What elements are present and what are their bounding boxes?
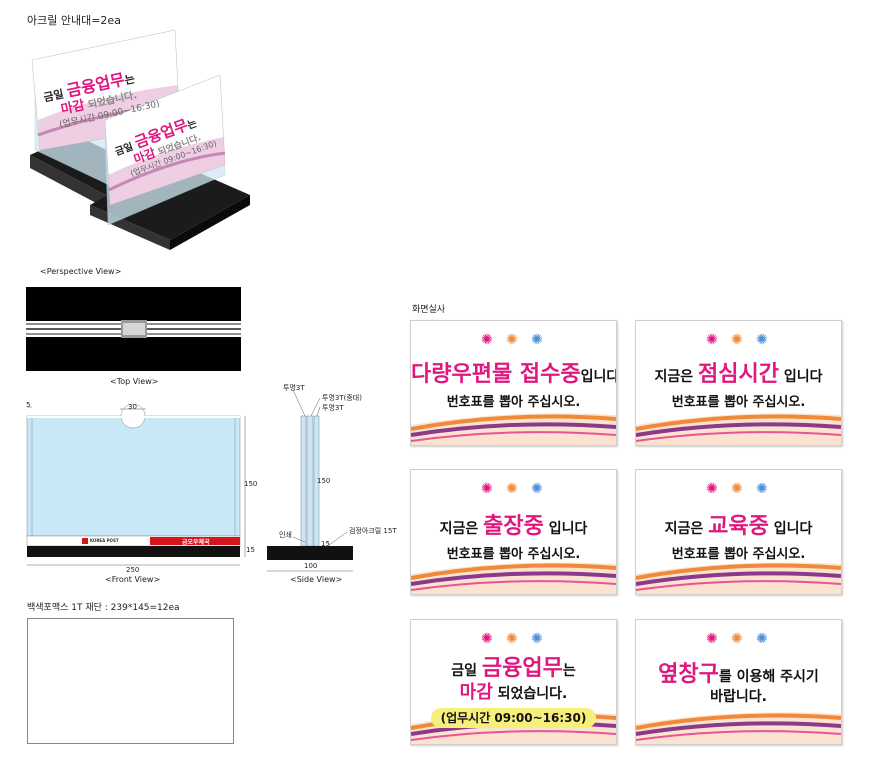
swoosh-decoration — [636, 712, 841, 744]
top-view-drawing — [26, 287, 241, 371]
front-view-caption: <Front View> — [105, 575, 161, 584]
swoosh-decoration — [636, 413, 841, 445]
front-dim-width: 250 — [126, 566, 140, 574]
svg-text:✺: ✺ — [531, 332, 543, 348]
flower-decoration-icon: ✺ ✺ ✺ — [481, 631, 543, 647]
svg-text:✺: ✺ — [506, 332, 518, 348]
svg-text:✺: ✺ — [731, 332, 743, 348]
front-brand-text: KOREA POST — [90, 538, 119, 543]
side-label-clear-mid: 투명3T(중대) — [322, 394, 362, 402]
side-dim-height: 150 — [317, 477, 331, 485]
sign-card-line1: 다량우편물 접수중입니다 — [411, 362, 617, 387]
perspective-caption: <Perspective View> — [40, 267, 122, 276]
sign-card-line1: 금일 금융업무는 — [451, 656, 576, 681]
svg-text:✺: ✺ — [756, 332, 768, 348]
page-title: 아크릴 안내대=2ea — [27, 14, 121, 27]
svg-text:✺: ✺ — [731, 631, 743, 647]
flower-decoration-icon: ✺ ✺ ✺ — [481, 332, 543, 348]
side-label-base: 검정아크릴 15T — [349, 527, 397, 535]
sign-card-line1: 지금은 점심시간 입니다 — [654, 362, 823, 387]
sign-card-financial-closed: ✺ ✺ ✺ 금일 금융업무는 마감 되었습니다. (업무시간 09:00~16:… — [410, 619, 617, 745]
flower-decoration-icon: ✺ ✺ ✺ — [481, 481, 543, 497]
foam-blank-panel — [27, 618, 234, 744]
sign-card-line2: 번호표를 뽑아 주십시오. — [446, 547, 581, 562]
flower-decoration-icon: ✺ ✺ ✺ — [706, 631, 768, 647]
side-dim-base: 15 — [321, 540, 330, 548]
sign-card-line2: 바랍니다. — [710, 689, 767, 705]
front-dim-top-left: 5 — [26, 401, 31, 409]
svg-text:✺: ✺ — [706, 481, 718, 497]
perspective-illustration: 금일 금융업무는 마감 되었습니다. (업무시간 09:00~16:30) 금일… — [20, 25, 255, 250]
svg-text:✺: ✺ — [756, 631, 768, 647]
sign-card-line2: 번호표를 뽑아 주십시오. — [671, 547, 806, 562]
svg-text:✺: ✺ — [706, 631, 718, 647]
sign-card-line1: 지금은 출장중 입니다 — [439, 514, 588, 539]
svg-text:✺: ✺ — [531, 481, 543, 497]
svg-text:✺: ✺ — [506, 631, 518, 647]
sign-card-line1: 옆창구를 이용해 주시기 — [658, 662, 819, 687]
side-view-caption: <Side View> — [290, 575, 343, 584]
svg-text:✺: ✺ — [481, 481, 493, 497]
svg-text:✺: ✺ — [481, 332, 493, 348]
front-office-text: 금오우체국 — [182, 539, 210, 546]
swoosh-decoration — [411, 562, 616, 594]
side-dim-depth: 100 — [304, 562, 318, 570]
flower-decoration-icon: ✺ ✺ ✺ — [706, 332, 768, 348]
swoosh-decoration — [636, 562, 841, 594]
business-hours-pill: (업무시간 09:00~16:30) — [431, 708, 596, 728]
swoosh-decoration — [411, 413, 616, 445]
screens-title: 화면실사 — [412, 305, 446, 315]
side-view-drawing: 투명3T 투명3T(중대) 투명3T 150 인쇄 15 검정아크릴 15T 1… — [265, 380, 400, 580]
sign-card-line1: 지금은 교육중 입니다 — [664, 514, 813, 539]
flower-decoration-icon: ✺ ✺ ✺ — [706, 481, 768, 497]
svg-text:✺: ✺ — [706, 332, 718, 348]
sign-card-line2: 번호표를 뽑아 주십시오. — [671, 395, 806, 410]
svg-text:✺: ✺ — [481, 631, 493, 647]
svg-text:✺: ✺ — [531, 631, 543, 647]
top-view-caption: <Top View> — [110, 377, 159, 386]
front-dim-base: 15 — [246, 546, 255, 554]
sign-card-next-window: ✺ ✺ ✺ 옆창구를 이용해 주시기 바랍니다. — [635, 619, 842, 745]
svg-text:✺: ✺ — [506, 481, 518, 497]
side-label-clear-top: 투명3T — [283, 384, 305, 392]
sign-card-bulk-mail: ✺ ✺ ✺ 다량우편물 접수중입니다 번호표를 뽑아 주십시오. — [410, 320, 617, 446]
front-dim-height: 150 — [244, 480, 258, 488]
sign-card-business-trip: ✺ ✺ ✺ 지금은 출장중 입니다 번호표를 뽑아 주십시오. — [410, 469, 617, 595]
side-label-clear-inner: 투명3T — [322, 404, 344, 412]
sign-card-training: ✺ ✺ ✺ 지금은 교육중 입니다 번호표를 뽑아 주십시오. — [635, 469, 842, 595]
svg-text:✺: ✺ — [756, 481, 768, 497]
side-label-print: 인쇄 — [279, 531, 292, 539]
foam-title: 백색포맥스 1T 재단 : 239*145=12ea — [27, 603, 180, 613]
sign-card-line2: 마감 되었습니다. — [459, 682, 568, 703]
front-dim-notch: 30 — [128, 403, 137, 411]
svg-text:✺: ✺ — [731, 481, 743, 497]
sign-card-lunch: ✺ ✺ ✺ 지금은 점심시간 입니다 번호표를 뽑아 주십시오. — [635, 320, 842, 446]
sign-card-line2: 번호표를 뽑아 주십시오. — [446, 395, 581, 410]
front-view-drawing: 5 30 150 15 250 KOREA POST 금오우체국 — [20, 400, 260, 575]
